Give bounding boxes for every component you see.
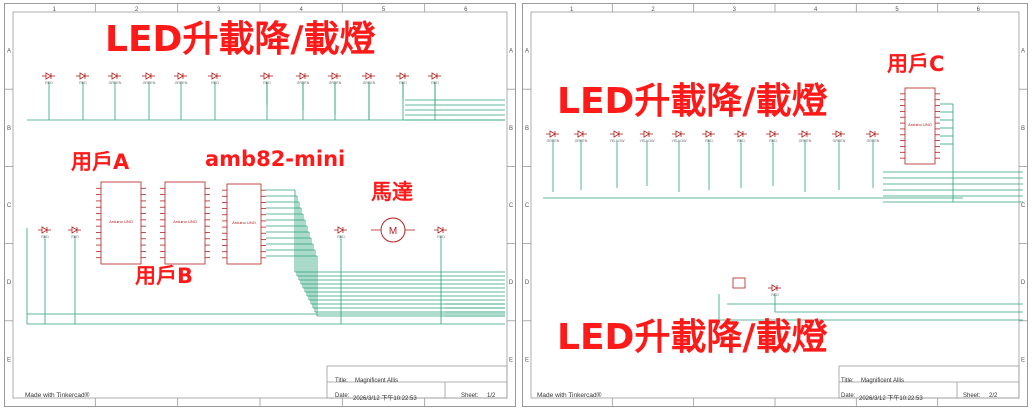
title-label: Title: — [841, 378, 854, 384]
column-number: 5 — [382, 7, 386, 13]
row-letter: A — [1021, 49, 1025, 55]
row-letter: D — [525, 280, 530, 286]
annotation-led-title-top: LED升載降/載燈 — [557, 81, 828, 122]
row-letter: C — [7, 203, 12, 209]
top-led-diode — [431, 72, 438, 80]
top-led-diode — [399, 72, 406, 80]
top-led-diode — [177, 72, 184, 80]
led-diode — [577, 130, 584, 138]
top-led-diode — [331, 72, 338, 80]
board-user-b — [164, 181, 206, 265]
board-user-a-label: Arduino UNO — [109, 219, 133, 224]
led-diode — [675, 130, 682, 138]
annotation-led-title: LED升載降/載燈 — [105, 19, 376, 60]
row-letter: E — [1021, 357, 1025, 363]
row-letter: B — [509, 126, 513, 132]
row-letter: A — [7, 49, 11, 55]
column-number: 5 — [895, 7, 899, 13]
annotation-amb82-mini: amb82-mini — [205, 147, 346, 171]
board-amb82 — [226, 183, 262, 265]
row-letter: E — [509, 357, 513, 363]
column-number: 3 — [733, 7, 737, 13]
column-number: 1 — [52, 7, 56, 13]
column-number: 4 — [299, 7, 303, 13]
row-letter: C — [525, 203, 530, 209]
led-diode — [769, 130, 776, 138]
inner-frame — [12, 11, 508, 399]
title-value: Magnificent Allis — [355, 378, 399, 384]
row-letter: D — [7, 280, 12, 286]
led-diode — [705, 130, 712, 138]
board-user-a — [100, 181, 142, 265]
row-letter: A — [525, 49, 529, 55]
column-number: 2 — [135, 7, 139, 13]
led-diode — [643, 130, 650, 138]
side-led-diode — [437, 226, 444, 234]
led-diode — [801, 130, 808, 138]
side-led-diode — [41, 226, 48, 234]
column-number: 2 — [651, 7, 655, 13]
made-with-tinkercad: Made with Tinkercad® — [25, 392, 90, 399]
led-diode — [549, 130, 556, 138]
column-number: 6 — [977, 7, 981, 13]
row-letter: E — [525, 357, 529, 363]
date-value: 2026/3/12 下午10:22:53 — [353, 396, 417, 402]
led-diode — [737, 130, 744, 138]
row-letter: C — [509, 203, 514, 209]
column-number: 6 — [464, 7, 468, 13]
annotation-led-title-bottom: LED升載降/載燈 — [557, 317, 828, 358]
sheet-label: Sheet: — [963, 393, 981, 399]
column-number: 1 — [570, 7, 574, 13]
top-led-diode — [145, 72, 152, 80]
motor-letter: M — [389, 226, 397, 237]
side-led-diode — [337, 226, 344, 234]
push-button — [732, 277, 746, 289]
row-letter: C — [1021, 203, 1026, 209]
date-label: Date: — [335, 393, 350, 399]
top-led-diode — [111, 72, 118, 80]
row-letter: B — [1021, 126, 1025, 132]
row-letter: D — [509, 280, 514, 286]
row-letter: B — [7, 126, 11, 132]
date-value: 2026/3/12 下午10:22:53 — [859, 396, 923, 402]
schematic-sheet-1: 123456AABBCCDDEEREDREDGREENGREENGREENRED… — [4, 3, 516, 407]
led-diode — [613, 130, 620, 138]
annotation-user-b: 用戶B — [135, 264, 194, 288]
top-led-diode — [79, 72, 86, 80]
led-diode — [835, 130, 842, 138]
side-led-diode — [71, 226, 78, 234]
column-number: 4 — [814, 7, 818, 13]
annotation-motor: 馬達 — [371, 180, 413, 204]
title-label: Title: — [335, 378, 348, 384]
row-letter: B — [525, 126, 529, 132]
annotation-user-c: 用戶C — [887, 52, 945, 76]
top-led-diode — [45, 72, 52, 80]
sheet-value: 2/2 — [989, 393, 998, 399]
date-label: Date: — [841, 393, 856, 399]
title-value: Magnificent Allis — [861, 378, 905, 384]
made-with-tinkercad: Made with Tinkercad® — [537, 392, 602, 399]
board-user-c — [904, 87, 936, 165]
annotation-user-a: 用戶A — [71, 150, 130, 174]
row-letter: A — [509, 49, 513, 55]
board-amb82-label: Arduino UNO — [232, 220, 256, 225]
row-letter: E — [7, 357, 11, 363]
bottom-led-diode — [771, 284, 778, 292]
top-led-diode — [299, 72, 306, 80]
sheet-label: Sheet: — [461, 393, 479, 399]
board-user-b-label: Arduino UNO — [173, 219, 197, 224]
led-diode — [869, 130, 876, 138]
row-letter: D — [1021, 280, 1026, 286]
top-led-diode — [365, 72, 372, 80]
top-led-diode — [211, 72, 218, 80]
top-led-diode — [263, 72, 270, 80]
sheet-value: 1/2 — [487, 393, 496, 399]
schematic-canvas-1: 123456AABBCCDDEEREDREDGREENGREENGREENRED… — [5, 4, 515, 406]
board-user-c-label: Arduino UNO — [908, 122, 932, 127]
column-number: 3 — [217, 7, 221, 13]
